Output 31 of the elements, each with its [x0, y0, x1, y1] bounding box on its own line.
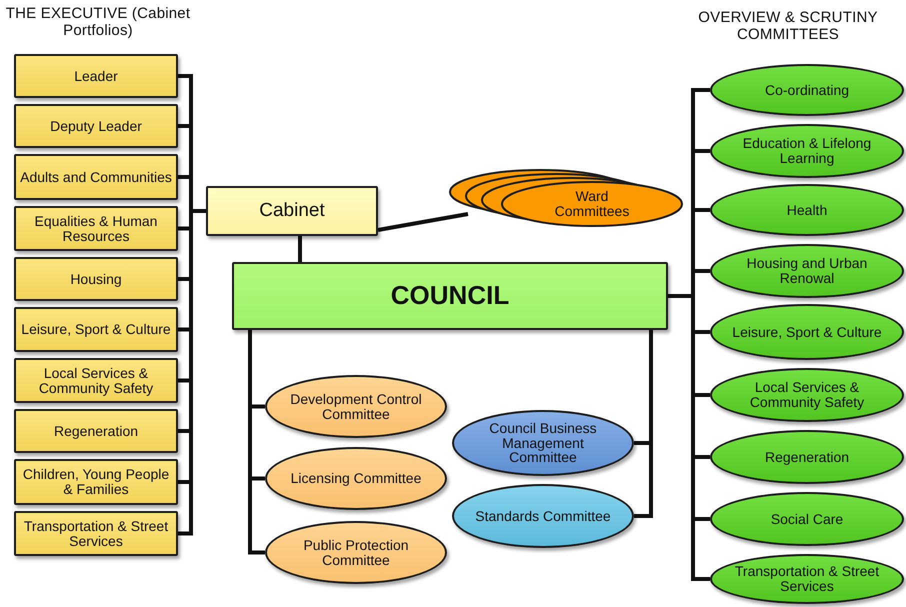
- portfolio-box: Leader: [14, 54, 178, 98]
- connector-line: [378, 212, 468, 232]
- scrutiny-committee-ellipse: Transportation & Street Services: [710, 554, 904, 604]
- scrutiny-committee-ellipse: Health: [710, 184, 904, 236]
- scrutiny-committee-ellipse: Education & Lifelong Learning: [710, 124, 904, 178]
- scrutiny-committee-ellipse: Leisure, Sport & Culture: [710, 304, 904, 360]
- committee-ellipse: Standards Committee: [452, 484, 634, 548]
- portfolio-box: Housing: [14, 257, 178, 301]
- section-heading: THE EXECUTIVE (Cabinet Portfolios): [4, 6, 192, 39]
- scrutiny-committee-ellipse: Housing and Urban Renowal: [710, 244, 904, 298]
- scrutiny-committee-ellipse: Regeneration: [710, 430, 904, 484]
- portfolio-box: Deputy Leader: [14, 104, 178, 148]
- council-box: COUNCIL: [232, 262, 668, 330]
- portfolio-box: Transportation & Street Services: [14, 511, 178, 556]
- committee-ellipse: Public Protection Committee: [265, 521, 447, 584]
- committee-ellipse: Development Control Committee: [265, 375, 447, 438]
- portfolio-box: Children, Young People & Families: [14, 459, 178, 505]
- section-heading: OVERVIEW & SCRUTINY COMMITTEES: [697, 10, 879, 43]
- scrutiny-committee-ellipse: Co-ordinating: [710, 64, 904, 116]
- node-label: Ward Committees: [554, 189, 630, 218]
- portfolio-box: Adults and Communities: [14, 154, 178, 200]
- connector-line: [298, 236, 302, 262]
- committee-ellipse: Licensing Committee: [265, 447, 447, 510]
- scrutiny-committee-ellipse: Social Care: [710, 492, 904, 546]
- portfolio-box: Regeneration: [14, 409, 178, 453]
- scrutiny-committee-ellipse: Local Services & Community Safety: [710, 368, 904, 422]
- committee-ellipse: Council Business Management Committee: [452, 410, 634, 476]
- portfolio-box: Leisure, Sport & Culture: [14, 307, 178, 352]
- cabinet-box: Cabinet: [206, 186, 378, 236]
- portfolio-box: Local Services & Community Safety: [14, 358, 178, 403]
- portfolio-box: Equalities & Human Resources: [14, 206, 178, 251]
